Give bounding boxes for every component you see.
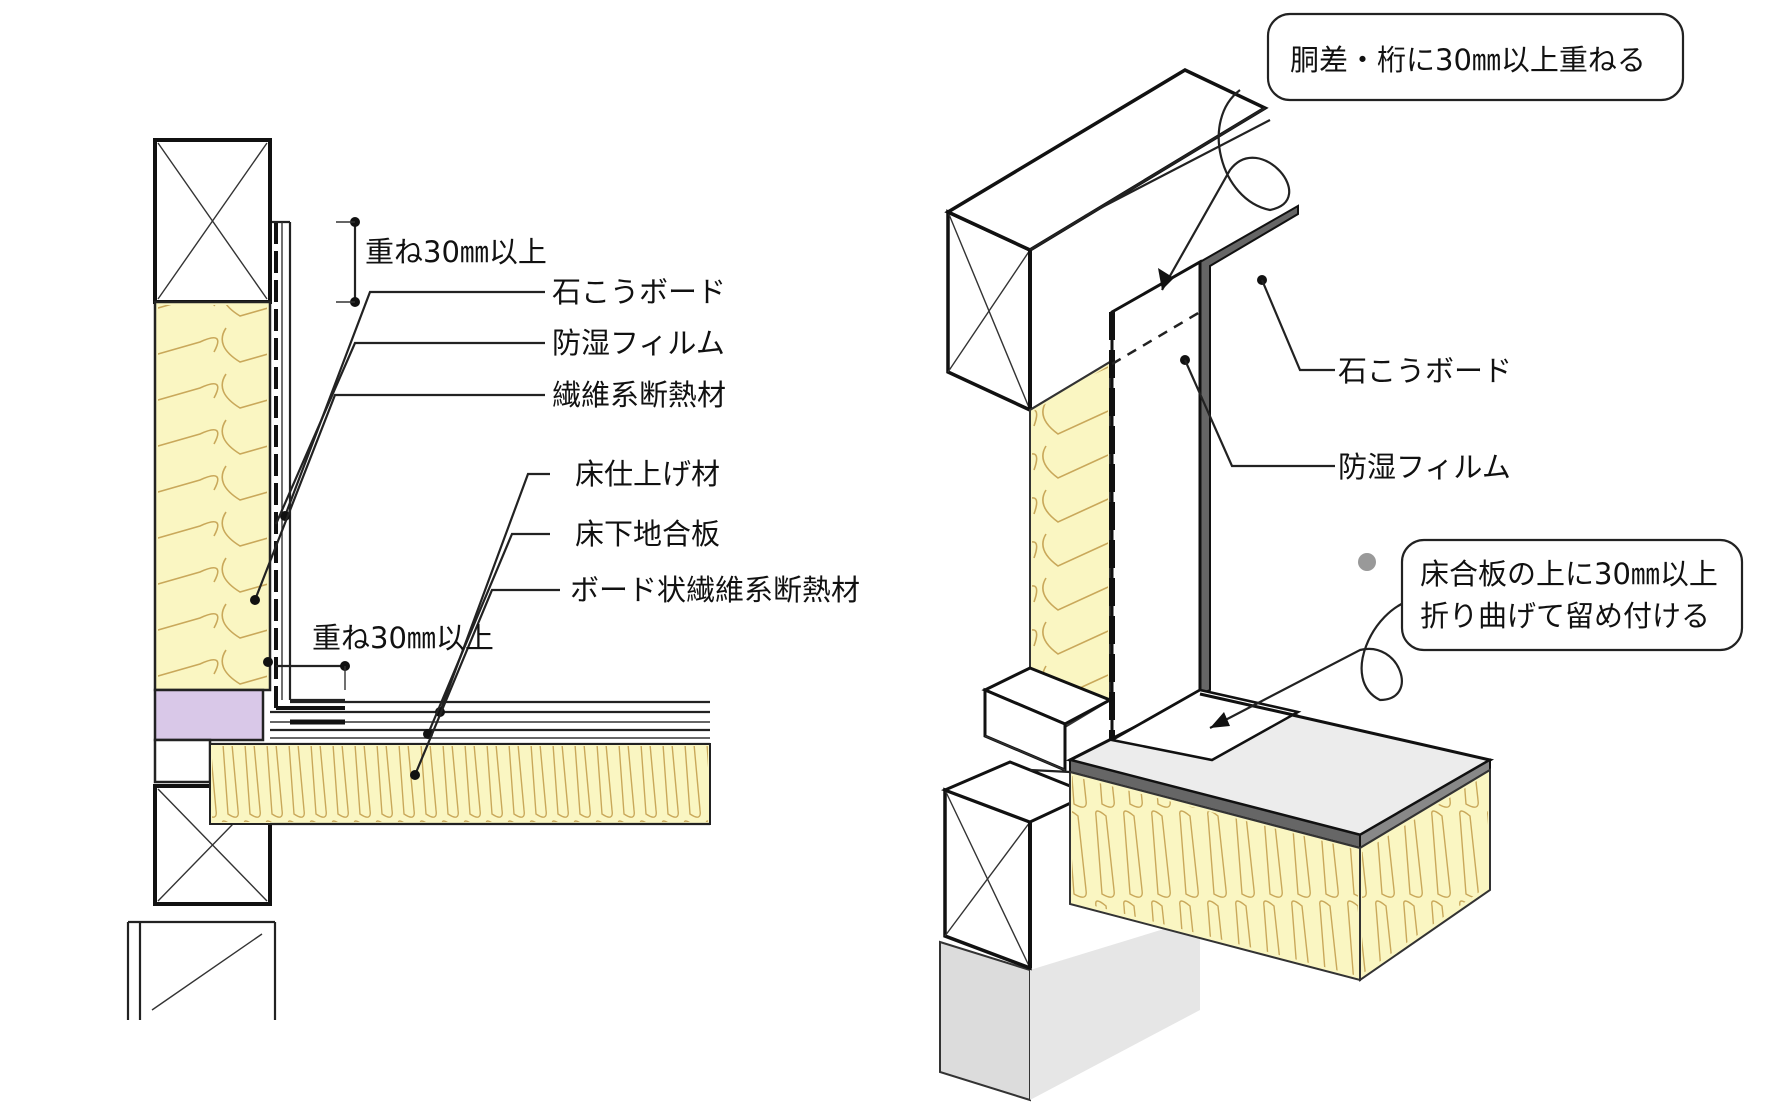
- iso-floor-insulation: [1029, 768, 1491, 982]
- overlap-dim-bottom: [276, 661, 350, 690]
- section-film-board: [272, 220, 345, 710]
- callout-bottom-line2: 折り曲げて留め付ける: [1420, 599, 1710, 633]
- label-gypsum-board: 石こうボード: [552, 275, 726, 309]
- callout-bottom-line1: 床合板の上に30㎜以上: [1420, 557, 1718, 591]
- iso-top-beam: [944, 68, 1271, 413]
- iso-lower-beam: [940, 760, 1094, 971]
- label-floor-finish: 床仕上げ材: [575, 457, 720, 491]
- wall-insulation: [153, 300, 272, 692]
- iso-vapor-film: [1109, 259, 1202, 743]
- callout-bottom: 床合板の上に30㎜以上 折り曲げて留め付ける: [1400, 538, 1744, 652]
- label-fiber-insulation: 繊維系断熱材: [552, 378, 726, 412]
- iso-label-gypsum-board: 石こうボード: [1338, 354, 1512, 388]
- label-floor-subboard: 床下地合板: [575, 517, 720, 551]
- floor-insulation: [209, 743, 711, 826]
- sill-block: [153, 738, 212, 784]
- sill-plate: [153, 688, 265, 742]
- overlap-dim-top: [336, 217, 360, 307]
- iso-label-vapor-film: 防湿フィルム: [1338, 450, 1511, 484]
- foundation-block: [939, 940, 1031, 1102]
- label-overlap-top: 重ね30㎜以上: [365, 235, 547, 269]
- isometric-detail: 胴差・桁に30㎜以上重ねる 床合板の上に30㎜以上 折り曲げて留め付ける 石こう…: [939, 12, 1744, 1102]
- iso-wall-insulation: [1029, 360, 1111, 750]
- iso-gypsum-board: [1198, 204, 1299, 696]
- callout-top: 胴差・桁に30㎜以上重ねる: [1266, 12, 1685, 102]
- iso-sill: [981, 666, 1114, 773]
- foundation-lines: [126, 920, 277, 1020]
- callout-top-text: 胴差・桁に30㎜以上重ねる: [1290, 43, 1646, 77]
- section-detail: 重ね30㎜以上 石こうボード 防湿フィルム 繊維系断熱材 床仕上げ材 床下地合板…: [126, 138, 860, 1020]
- label-board-insulation: ボード状繊維系断熱材: [570, 573, 860, 607]
- label-vapor-film: 防湿フィルム: [552, 326, 725, 360]
- top-beam: [153, 138, 272, 304]
- iso-leaders: [1158, 89, 1413, 729]
- stray-mark: [1358, 553, 1376, 571]
- label-overlap-bottom: 重ね30㎜以上: [312, 621, 494, 655]
- section-leaders: [250, 290, 560, 780]
